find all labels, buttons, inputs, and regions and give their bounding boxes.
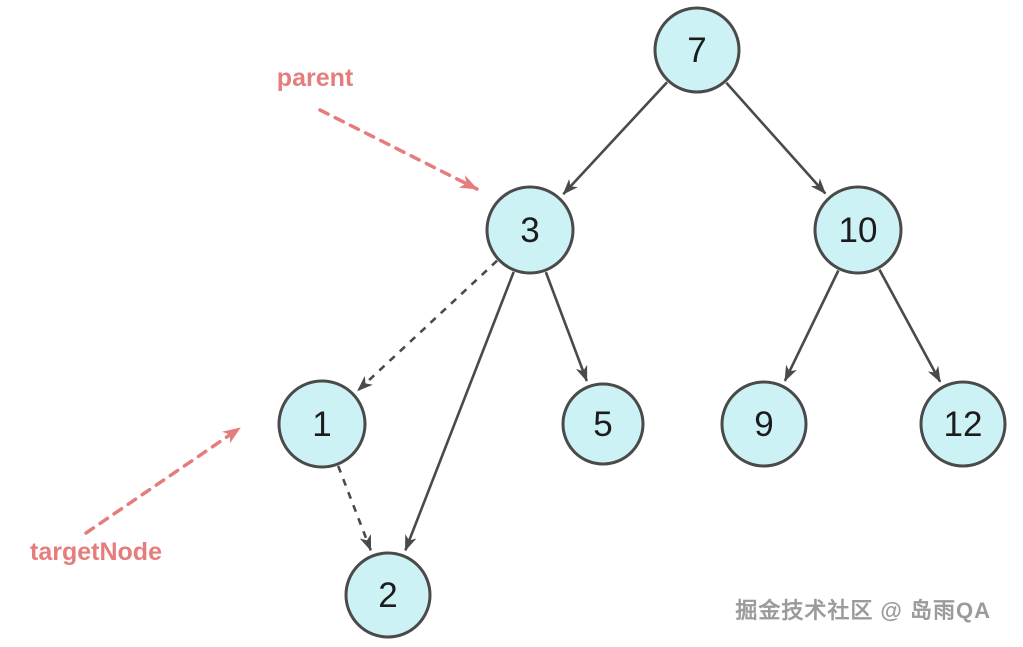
edge-7-to-3-arrow [562,81,669,195]
tree-node-9-label: 9 [754,405,773,444]
edge-10-to-12-arrow [878,268,942,383]
tree-node-3-label: 3 [520,211,539,250]
edge-1-to-2-dashed-arrow [336,465,372,552]
parent-pointer-arrow [318,108,479,191]
tree-node-1-circle [277,379,367,469]
edge-3-to-2-arrow [404,271,515,552]
tree-node-9-circle [720,380,808,468]
edge-10-to-9-arrow [783,269,840,382]
tree-node-10-circle [813,185,903,275]
edge-3-to-5-arrow [544,271,589,382]
tree-node-7-circle [653,6,741,94]
watermark-text: 掘金技术社区 @ 岛雨QA [735,598,991,623]
edge-7-to-10-arrow [725,81,827,195]
tree-node-1-label: 1 [312,405,331,444]
parent-label: parent [277,64,354,92]
tree-node-2-circle [344,551,432,639]
tree-node-12-circle [919,380,1007,468]
tree-node-3-circle [485,185,575,275]
tree-node-10-label: 10 [839,211,878,250]
tree-node-12-label: 12 [944,405,983,444]
targetNode-pointer-arrow [84,426,242,535]
tree-node-7-label: 7 [687,31,706,70]
targetNode-label: targetNode [30,538,162,566]
tree-node-2-label: 2 [378,576,397,615]
tree-node-5-circle [561,382,645,466]
tree-node-5-label: 5 [593,405,612,444]
edge-3-to-1-dashed-arrow [356,259,498,392]
